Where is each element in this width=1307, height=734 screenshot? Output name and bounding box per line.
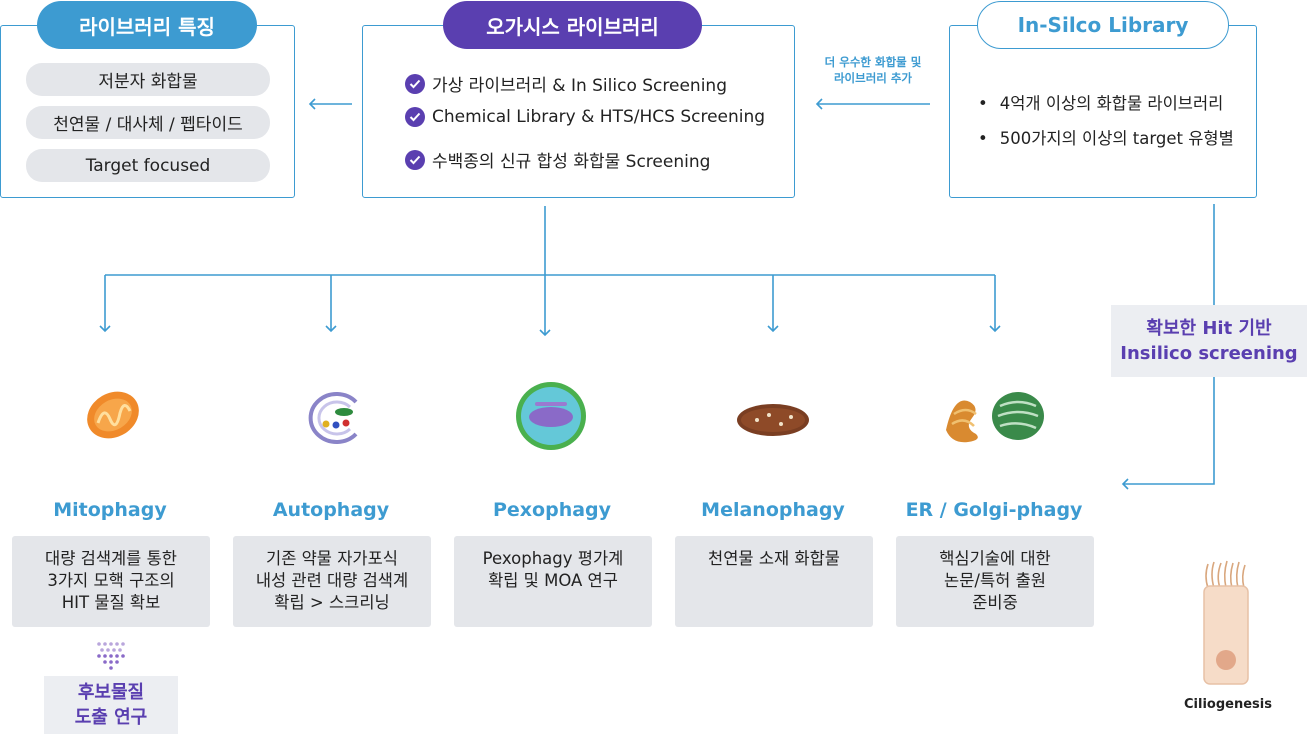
insilico-title: In-Silco Library (977, 1, 1229, 49)
insilico-box: •4억개 이상의 화합물 라이브러리 •500가지의 이상의 target 유형… (949, 25, 1257, 198)
oasis-title: 오가시스 라이브러리 (443, 1, 702, 49)
oasis-item-text: Chemical Library & HTS/HCS Screening (432, 107, 766, 127)
label-autophagy: Autophagy (272, 499, 390, 521)
oasis-item: 가상 라이브러리 & In Silico Screening (405, 71, 727, 96)
check-icon (405, 149, 425, 170)
desc-autophagy: 기존 약물 자가포식 내성 관련 대량 검색계 확립 > 스크리닝 (233, 536, 431, 627)
candidate-label: 후보물질 도출 연구 (44, 676, 178, 734)
insilico-item: •500가지의 이상의 target 유형별 (978, 129, 1234, 148)
features-title: 라이브러리 특징 (37, 1, 257, 49)
oasis-item-text: 가상 라이브러리 & In Silico Screening (432, 76, 727, 96)
mitochondria-icon (80, 385, 146, 445)
feature-item: Target focused (26, 149, 270, 182)
oasis-item-text: 수백종의 신규 합성 화합물 Screening (432, 152, 711, 172)
insilico-item: •4억개 이상의 화합물 라이브러리 (978, 94, 1224, 113)
cilia-cell-icon (1196, 558, 1256, 688)
label-mitophagy: Mitophagy (53, 499, 167, 521)
label-pexophagy: Pexophagy (492, 499, 612, 521)
oasis-item: 수백종의 신규 합성 화합물 Screening (405, 147, 710, 172)
desc-pexophagy: Pexophagy 평가계 확립 및 MOA 연구 (454, 536, 652, 627)
arrow-hit-return (1121, 376, 1215, 490)
desc-er-golgi-phagy: 핵심기술에 대한 논문/특허 출원 준비중 (896, 536, 1094, 627)
oasis-item: Chemical Library & HTS/HCS Screening (405, 107, 765, 127)
hit-label: 확보한 Hit 기반 Insilico screening (1111, 305, 1307, 377)
feature-item: 저분자 화합물 (26, 63, 270, 96)
dotted-down-arrow-icon (95, 640, 127, 670)
check-icon (405, 107, 425, 127)
autophagosome-icon (298, 390, 364, 446)
cilio-label: Ciliogenesis (1184, 697, 1272, 712)
label-er-golgi-phagy: ER / Golgi-phagy (905, 499, 1083, 521)
arrow-note: 더 우수한 화합물 및 라이브러리 추가 (824, 55, 922, 85)
check-icon (405, 73, 425, 94)
peroxisome-icon (513, 380, 591, 452)
er-golgi-icon (942, 384, 1048, 446)
melanosome-icon (735, 400, 811, 440)
features-box: 저분자 화합물 천연물 / 대사체 / 펩타이드 Target focused (0, 25, 295, 198)
feature-item: 천연물 / 대사체 / 펩타이드 (26, 106, 270, 139)
desc-mitophagy: 대량 검색계를 통한 3가지 모핵 구조의 HIT 물질 확보 (12, 536, 210, 627)
desc-melanophagy: 천연물 소재 화합물 (675, 536, 873, 627)
oasis-box: 가상 라이브러리 & In Silico Screening Chemical … (362, 25, 795, 198)
label-melanophagy: Melanophagy (701, 499, 845, 521)
